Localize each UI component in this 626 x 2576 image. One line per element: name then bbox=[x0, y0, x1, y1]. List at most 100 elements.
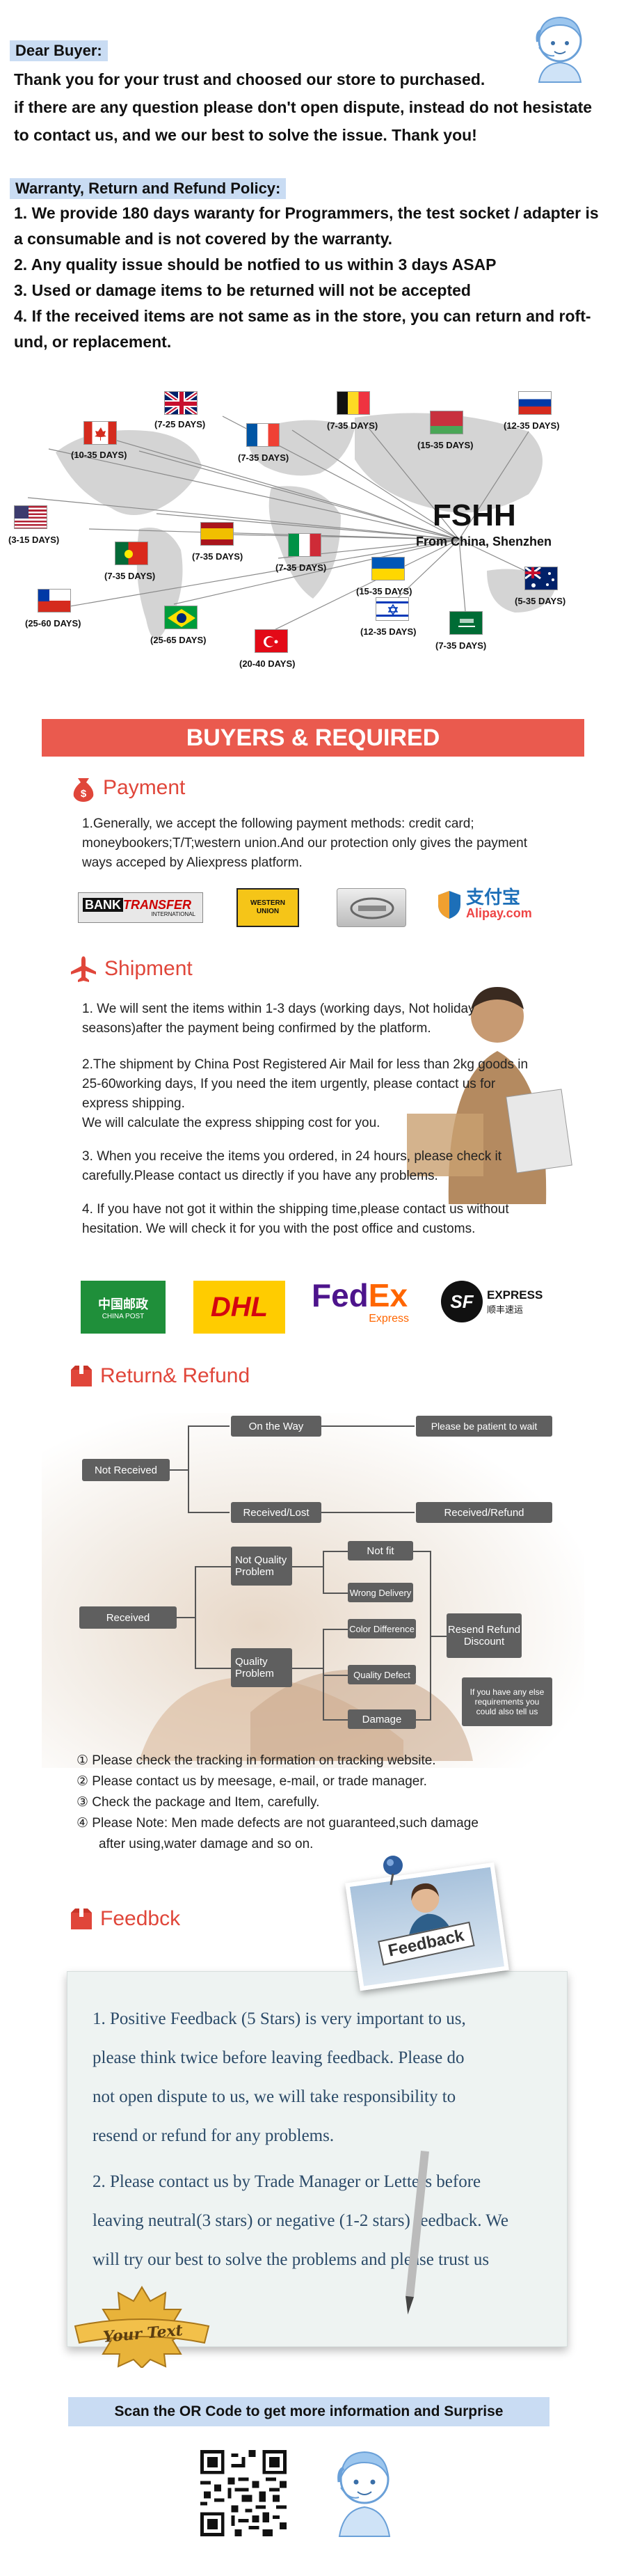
flow-line bbox=[430, 1636, 447, 1637]
flow-received: Received bbox=[79, 1606, 177, 1629]
feedback-card: 1. Positive Feedback (5 Stars) is very i… bbox=[67, 1971, 568, 2347]
shipment-text: 1. We will sent the items within 1-3 day… bbox=[82, 999, 541, 1239]
warranty-text: 1. We provide 180 days waranty for Progr… bbox=[14, 200, 623, 355]
feedback-text: 1. Positive Feedback (5 Stars) is very i… bbox=[67, 1972, 567, 2279]
canada-flag-icon bbox=[83, 421, 117, 445]
shipping-map: (7-25 DAYS) (10-35 DAYS) (7-35 DAYS) (7-… bbox=[8, 390, 598, 703]
portugal-flag-icon bbox=[115, 542, 148, 565]
fedex-logo: FedEx Express bbox=[312, 1278, 423, 1336]
buyers-banner: BUYERS & REQUIRED bbox=[42, 719, 584, 757]
china-post-en: CHINA POST bbox=[102, 1312, 145, 1320]
flow-line bbox=[188, 1512, 230, 1513]
belgium-days: (7-35 DAYS) bbox=[327, 420, 378, 431]
feedback-line: please think twice before leaving feedba… bbox=[93, 2048, 465, 2067]
payment-title: Payment bbox=[103, 776, 186, 799]
payment-title-row: $ Payment bbox=[71, 774, 185, 802]
sf-cn-text: 顺丰速运 bbox=[487, 1304, 524, 1315]
refund-note: ④ Please Note: Men made defects are not … bbox=[77, 1816, 479, 1831]
flow-line bbox=[323, 1551, 348, 1552]
warranty-line: 4. If the received items are not same as… bbox=[14, 307, 591, 325]
money-bag-icon: $ bbox=[73, 778, 94, 802]
feedback-line: leaving neutral(3 stars) or negative (1-… bbox=[93, 2211, 508, 2230]
intro-line: if there are any question please don't o… bbox=[14, 98, 593, 116]
flow-line bbox=[177, 1617, 195, 1618]
flow-line bbox=[321, 1425, 415, 1427]
shipment-p2a: 2.The shipment by China Post Registered … bbox=[82, 1057, 529, 1111]
brand-name: FSHH bbox=[433, 498, 516, 532]
flow-received-lost: Received/Lost bbox=[231, 1502, 321, 1523]
refund-notes: ① Please check the tracking in formation… bbox=[77, 1751, 577, 1855]
feedback-title: Feedbck bbox=[100, 1907, 181, 1930]
russia-flag-icon bbox=[518, 391, 552, 415]
flow-other-requirements: If you have any else requirements you co… bbox=[462, 1677, 552, 1726]
ukraine-flag-icon bbox=[371, 557, 405, 580]
spain-days: (7-35 DAYS) bbox=[192, 551, 243, 562]
turkey-days: (20-40 DAYS) bbox=[239, 658, 296, 669]
china-post-cn: 中国邮政 bbox=[98, 1297, 148, 1311]
refund-note: ① Please check the tracking in formation… bbox=[77, 1753, 436, 1768]
refund-title-row: Return& Refund bbox=[70, 1364, 250, 1388]
warranty-line: 2. Any quality issue should be notfied t… bbox=[14, 255, 497, 274]
flow-line bbox=[195, 1668, 231, 1669]
dhl-logo: DHL bbox=[193, 1281, 285, 1334]
feedback-line: will try our best to solve the problems … bbox=[93, 2250, 490, 2269]
warranty-heading: Warranty, Return and Refund Policy: bbox=[10, 178, 287, 199]
canada-days: (10-35 DAYS) bbox=[71, 450, 127, 460]
flow-line bbox=[188, 1425, 189, 1513]
flow-received-refund: Received/Refund bbox=[416, 1502, 552, 1523]
flow-damage: Damage bbox=[348, 1709, 416, 1729]
australia-days: (5-35 DAYS) bbox=[515, 596, 566, 606]
australia-flag-icon bbox=[524, 567, 558, 590]
usa-flag-icon bbox=[14, 505, 47, 529]
flow-color-difference: Color Difference bbox=[348, 1619, 416, 1638]
shipment-p1: 1. We will sent the items within 1-3 day… bbox=[82, 1002, 475, 1036]
fedex-fed: Fed bbox=[312, 1277, 369, 1313]
france-flag-icon bbox=[246, 423, 280, 447]
intro-heading: Dear Buyer: bbox=[10, 40, 108, 61]
flow-line bbox=[188, 1425, 230, 1427]
alipay-cn-text: 支付宝 bbox=[466, 887, 521, 908]
refund-title: Return& Refund bbox=[100, 1364, 250, 1387]
italy-days: (7-35 DAYS) bbox=[275, 562, 327, 573]
return-box-icon bbox=[71, 1366, 92, 1386]
warranty-section: Warranty, Return and Refund Policy: bbox=[10, 178, 287, 199]
refund-note: ③ Check the package and Item, carefully. bbox=[77, 1795, 320, 1810]
bank-logo-text: BANK bbox=[83, 897, 123, 912]
svg-text:$: $ bbox=[81, 788, 87, 800]
spain-flag-icon bbox=[200, 522, 234, 546]
belarus-flag-icon bbox=[430, 411, 463, 434]
saudi-flag-icon bbox=[449, 611, 483, 635]
flow-line bbox=[321, 1512, 415, 1513]
feedback-line: 1. Positive Feedback (5 Stars) is very i… bbox=[93, 2009, 466, 2028]
russia-days: (12-35 DAYS) bbox=[504, 420, 560, 431]
transfer-logo-text: TRANSFER bbox=[123, 897, 191, 912]
flow-line bbox=[323, 1593, 348, 1594]
uk-flag-icon bbox=[164, 391, 198, 415]
origin-text: From China, Shenzhen bbox=[416, 535, 552, 548]
flow-line bbox=[323, 1629, 348, 1630]
alipay-en-text: Alipay.com bbox=[466, 906, 532, 920]
france-days: (7-35 DAYS) bbox=[238, 452, 289, 463]
shipment-p2b: We will calculate the express shipping c… bbox=[82, 1116, 380, 1130]
feedback-title-row: Feedbck bbox=[70, 1907, 180, 1931]
turkey-flag-icon bbox=[255, 629, 288, 653]
shipment-p4: 4. If you have not got it within the shi… bbox=[82, 1202, 509, 1236]
flow-quality-defect: Quality Defect bbox=[348, 1665, 416, 1684]
flow-line bbox=[323, 1551, 324, 1593]
belarus-days: (15-35 DAYS) bbox=[417, 440, 474, 450]
sf-express-text: EXPRESS bbox=[487, 1288, 543, 1302]
warranty-line: und, or replacement. bbox=[14, 333, 172, 351]
international-logo-text: INTERNATIONAL bbox=[151, 910, 195, 917]
flow-line bbox=[292, 1566, 323, 1567]
qr-code-icon[interactable] bbox=[200, 2450, 287, 2536]
warranty-line: a consumable and is not covered by the w… bbox=[14, 230, 393, 248]
usa-days: (3-15 DAYS) bbox=[8, 535, 60, 545]
brazil-days: (25-65 DAYS) bbox=[150, 635, 207, 645]
flow-line bbox=[195, 1566, 231, 1567]
ukraine-days: (15-35 DAYS) bbox=[356, 586, 412, 596]
brazil-flag-icon bbox=[164, 606, 198, 629]
card-icon bbox=[350, 897, 394, 919]
gold-badge: Your Text bbox=[72, 2284, 211, 2368]
intro-line: Thank you for your trust and choosed our… bbox=[14, 70, 485, 88]
